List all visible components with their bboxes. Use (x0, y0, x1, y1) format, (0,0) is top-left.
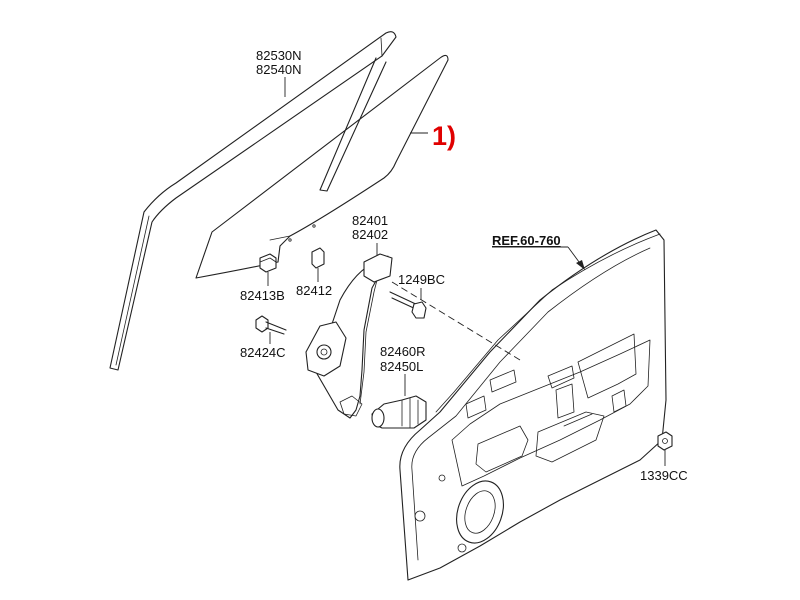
nut-1339cc (657, 431, 673, 466)
label-82413b: 82413B (240, 288, 285, 303)
label-82530n: 82530N (256, 48, 302, 63)
window-regulator (305, 243, 393, 419)
clip-82413b (259, 253, 277, 286)
glass-run-channel (109, 31, 397, 371)
label-82402: 82402 (352, 227, 388, 242)
label-82401: 82401 (352, 213, 388, 228)
label-82412: 82412 (296, 283, 332, 298)
bolt-1249bc (389, 288, 427, 319)
label-82540n: 82540N (256, 62, 302, 77)
label-1339cc: 1339CC (640, 468, 688, 483)
ref-leader (567, 246, 585, 270)
callout-1: 1) (432, 121, 456, 151)
bolt-82424c (255, 315, 287, 344)
label-1249bc: 1249BC (398, 272, 445, 287)
assembly-line (391, 281, 521, 361)
label-ref-60-760: REF.60-760 (492, 233, 561, 248)
label-82460r: 82460R (380, 344, 426, 359)
label-82450l: 82450L (380, 359, 423, 374)
door-glass (195, 54, 449, 279)
regulator-motor (371, 374, 427, 429)
label-82424c: 82424C (240, 345, 286, 360)
clip-82412 (311, 247, 325, 282)
